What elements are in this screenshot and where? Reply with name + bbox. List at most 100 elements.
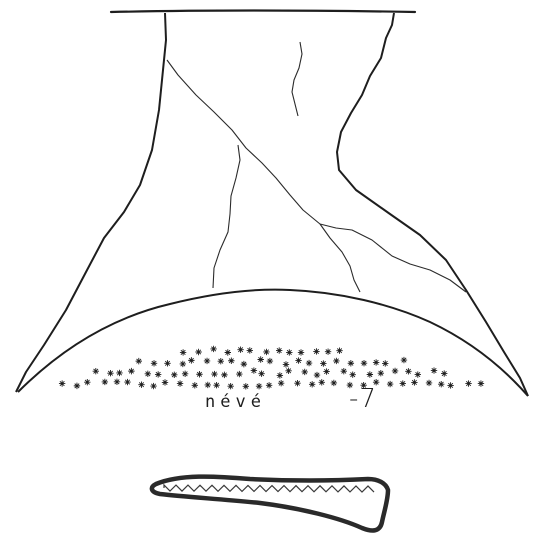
snow-asterisk-icon [188, 357, 194, 363]
snow-asterisk-icon [348, 360, 354, 366]
snow-asterisk-icon [294, 380, 300, 386]
snow-asterisk-icon [59, 380, 65, 386]
snow-asterisk-icon [295, 357, 301, 363]
snow-asterisk-icon [243, 383, 249, 389]
snow-asterisk-icon [333, 358, 339, 364]
snow-asterisk-icon [116, 370, 122, 376]
snow-asterisk-icon [441, 370, 447, 376]
snow-asterisk-icon [325, 348, 331, 354]
roof-line [111, 11, 415, 13]
snow-asterisk-icon [114, 379, 120, 385]
snow-asterisk-icon [228, 358, 234, 364]
figure-number-label: -7 [349, 384, 377, 414]
snow-asterisk-icon [107, 370, 113, 376]
snow-asterisk-icon [415, 371, 421, 377]
snow-asterisk-icon [124, 379, 130, 385]
snow-asterisk-icon [478, 380, 484, 386]
snow-asterisk-icon [367, 371, 373, 377]
snow-asterisk-icon [266, 382, 272, 388]
snow-asterisk-icon [171, 372, 177, 378]
snow-asterisk-icon [155, 371, 161, 377]
snow-asterisk-icon [221, 372, 227, 378]
snow-asterisk-icon [278, 380, 284, 386]
snow-asterisk-icon [84, 379, 90, 385]
snow-asterisk-icon [151, 360, 157, 366]
snow-asterisk-icon [378, 370, 384, 376]
snow-asterisk-icon [196, 371, 202, 377]
snow-asterisk-icon [93, 368, 99, 374]
snow-asterisk-icon [341, 368, 347, 374]
snow-asterisk-icon [218, 358, 224, 364]
snow-asterisk-icon [237, 346, 243, 352]
snow-asterisk-icon [320, 360, 326, 366]
snow-asterisk-icon [180, 361, 186, 367]
crack-diagonal [167, 60, 466, 292]
snow-asterisk-icon [405, 368, 411, 374]
snow-asterisk-icon [438, 381, 444, 387]
snow-asterisk-icon [258, 370, 264, 376]
snow-asterisk-icon [350, 372, 356, 378]
crack-right-branch [320, 224, 360, 292]
cross-section-outline [152, 477, 388, 531]
snow-asterisk-icon [177, 380, 183, 386]
snow-asterisk-icon [257, 356, 263, 362]
snow-asterisk-icon [313, 348, 319, 354]
snow-asterisk-icon [192, 382, 198, 388]
snow-asterisk-icon [263, 349, 269, 355]
snow-asterisk-icon [426, 380, 432, 386]
snow-asterisk-icon [225, 349, 231, 355]
snow-asterisk-icon [387, 381, 393, 387]
snow-asterisk-icon [306, 360, 312, 366]
snow-asterisk-icon [150, 383, 156, 389]
snow-asterisk-icon [241, 361, 247, 367]
crack-small-upper [292, 42, 302, 116]
snow-asterisk-icon [138, 382, 144, 388]
snow-asterisk-icon [401, 357, 407, 363]
snow-asterisk-icon [180, 349, 186, 355]
neve-label: névé [205, 392, 266, 412]
snow-asterisk-icon [447, 382, 453, 388]
snow-asterisk-icon [392, 368, 398, 374]
snow-asterisk-icon [236, 371, 242, 377]
snow-asterisk-icon [145, 371, 151, 377]
snow-asterisk-icon [283, 361, 289, 367]
snow-asterisk-icon [247, 347, 253, 353]
snow-asterisk-icon [195, 349, 201, 355]
snow-asterisk-icon [211, 371, 217, 377]
snow-asterisk-icon [302, 369, 308, 375]
snow-asterisk-icon [382, 360, 388, 366]
snow-asterisk-icon [164, 360, 170, 366]
snow-asterisk-icon [319, 379, 325, 385]
snow-asterisk-icon [276, 347, 282, 353]
snow-asterisk-icon [162, 379, 168, 385]
right-wall-outline [337, 13, 528, 396]
snow-asterisk-icon [309, 381, 315, 387]
snow-asterisk-icon [74, 383, 80, 389]
snow-asterisk-icon [256, 383, 262, 389]
snow-asterisk-icon [373, 359, 379, 365]
snow-asterisk-icon [323, 368, 329, 374]
snow-asterisk-icon [204, 358, 210, 364]
snow-asterisk-icon [267, 358, 273, 364]
snow-asterisk-icon [314, 372, 320, 378]
snow-asterisk-icon [102, 379, 108, 385]
snow-asterisk-icon [298, 349, 304, 355]
snow-asterisk-icon [213, 382, 219, 388]
neve-mound-outline [18, 290, 528, 396]
snow-asterisk-icon [336, 348, 342, 354]
snow-asterisk-icon [285, 368, 291, 374]
neve-snow-marks [59, 346, 484, 390]
snow-asterisk-icon [286, 349, 292, 355]
snow-asterisk-icon [128, 368, 134, 374]
snow-asterisk-icon [331, 380, 337, 386]
snow-asterisk-icon [182, 371, 188, 377]
snow-asterisk-icon [277, 372, 283, 378]
snow-asterisk-icon [251, 367, 257, 373]
snow-asterisk-icon [205, 382, 211, 388]
snow-asterisk-icon [411, 379, 417, 385]
snow-asterisk-icon [465, 380, 471, 386]
snow-asterisk-icon [431, 367, 437, 373]
crack-left-branch [213, 145, 240, 288]
